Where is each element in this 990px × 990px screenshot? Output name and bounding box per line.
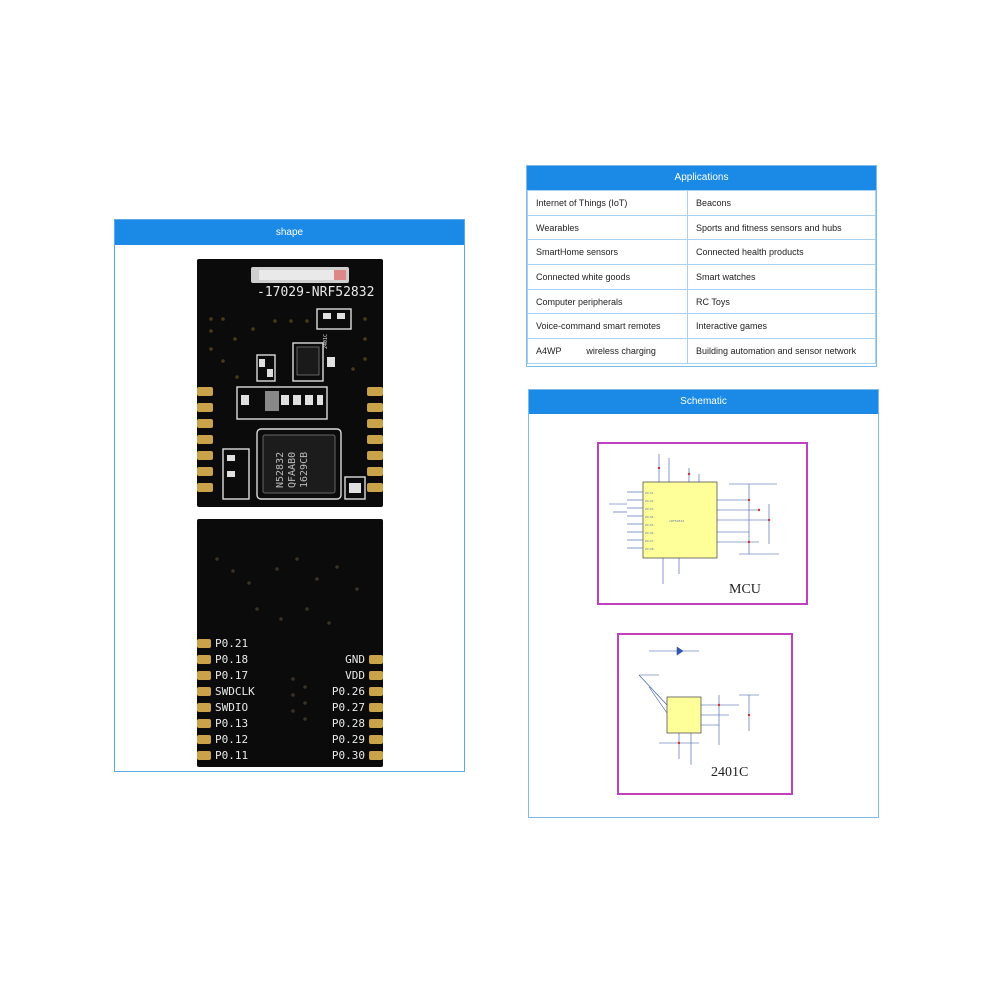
pin-label: P0.18 — [215, 653, 249, 666]
main-chip-marking: N52832 QFAAB0 1629CB — [275, 451, 310, 488]
pin-label: P0.13 — [215, 717, 249, 730]
table-row: Wearables Sports and fitness sensors and… — [527, 214, 876, 241]
pin-label: SWDCLK — [215, 685, 255, 698]
pin-label: P0.11 — [215, 749, 249, 762]
shape-panel: shape — [114, 219, 465, 772]
table-cell: Computer peripherals — [527, 288, 688, 315]
module-part-label: -17029-NRF52832 — [257, 285, 375, 300]
right-pin-labels: GND VDD P0.26 P0.27 P0.28 P0.29 P0.30 — [332, 652, 365, 764]
svg-text:P0.02: P0.02 — [645, 499, 654, 503]
table-cell: Connected white goods — [527, 264, 688, 290]
table-cell: RC Toys — [687, 288, 876, 315]
table-cell: A4WP wireless charging — [527, 338, 688, 364]
table-row: Computer peripherals RC Toys — [527, 288, 876, 315]
pin-label: P0.12 — [215, 733, 249, 746]
svg-text:P0.03: P0.03 — [645, 507, 654, 511]
2401c-label: 2401C — [711, 765, 749, 780]
svg-text:P0.06: P0.06 — [645, 531, 654, 535]
table-row: Internet of Things (IoT) Beacons — [527, 190, 876, 216]
pin-label: P0.17 — [215, 669, 249, 682]
applications-table: Internet of Things (IoT) Beacons Wearabl… — [527, 190, 876, 364]
table-row: Voice-command smart remotes Interactive … — [527, 313, 876, 340]
module-top-graphic — [197, 267, 383, 500]
table-cell: Smart watches — [687, 264, 876, 290]
pin-label: P0.27 — [331, 701, 365, 714]
mcu-label: MCU — [729, 582, 761, 597]
module-top-photo: -17029-NRF52832 2401C N52832 QFAAB0 1629… — [197, 259, 383, 507]
module-bottom-photo: P0.21 P0.18 P0.17 SWDCLK SWDIO P0.13 P0.… — [197, 519, 383, 767]
pin-label: GND — [345, 653, 365, 666]
table-cell: Beacons — [687, 190, 876, 216]
pin-label: P0.28 — [331, 717, 365, 730]
pin-label: P0.26 — [331, 685, 365, 698]
table-cell: Voice-command smart remotes — [527, 313, 688, 340]
table-cell: Internet of Things (IoT) — [527, 190, 688, 216]
rf-chip-marking: 2401C — [323, 333, 329, 349]
table-cell: Connected health products — [687, 239, 876, 266]
pin-label: SWDIO — [215, 701, 249, 714]
pin-label: P0.29 — [331, 733, 365, 746]
table-cell: SmartHome sensors — [527, 239, 688, 266]
table-row: SmartHome sensors Connected health produ… — [527, 239, 876, 266]
left-pin-labels: P0.21 P0.18 P0.17 SWDCLK SWDIO P0.13 P0.… — [215, 636, 255, 764]
svg-text:P0.05: P0.05 — [645, 523, 654, 527]
pin-label: P0.30 — [331, 749, 365, 762]
shape-header: shape — [115, 220, 464, 245]
table-cell: Interactive games — [687, 313, 876, 340]
svg-text:P0.01: P0.01 — [645, 491, 654, 495]
table-row: Connected white goods Smart watches — [527, 264, 876, 290]
applications-header: Applications — [527, 166, 876, 190]
svg-text:nRF52832: nRF52832 — [669, 519, 684, 523]
table-row: A4WP wireless charging Building automati… — [527, 338, 876, 364]
svg-text:P0.04: P0.04 — [645, 515, 654, 519]
table-cell: Building automation and sensor network — [687, 338, 876, 364]
svg-text:P0.08: P0.08 — [645, 547, 654, 551]
pin-label: P0.21 — [215, 637, 249, 650]
schematic-panel: Schematic — [528, 389, 879, 818]
2401c-circuit-graphic — [638, 646, 759, 765]
svg-text:P0.07: P0.07 — [645, 539, 654, 543]
schematic-header: Schematic — [529, 390, 878, 414]
2401c-schematic: 2401C — [617, 633, 793, 795]
module-bottom-graphic — [197, 557, 383, 760]
table-cell: Sports and fitness sensors and hubs — [687, 214, 876, 241]
pin-label: VDD — [345, 669, 365, 682]
applications-panel: Applications Internet of Things (IoT) Be… — [526, 165, 877, 367]
table-cell: Wearables — [527, 214, 688, 241]
